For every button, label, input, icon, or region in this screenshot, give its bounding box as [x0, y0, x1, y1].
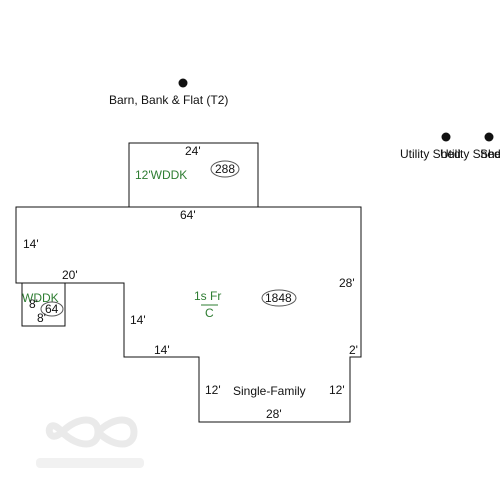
main-left-dim: 14' — [23, 237, 39, 251]
main-inner-horizontal-dim: 14' — [154, 343, 170, 357]
main-bottom-dim: 28' — [266, 407, 282, 421]
top-deck-area: 288 — [215, 162, 235, 176]
main-house-outline — [15, 206, 362, 423]
main-use-label: Single-Family — [233, 384, 306, 398]
utility-marker-dot — [441, 132, 451, 142]
top-deck-label: 12'WDDK — [135, 168, 187, 182]
top-deck-top-dim: 24' — [185, 144, 201, 158]
main-right-dim: 28' — [339, 276, 355, 290]
small-deck-left-dim: 8' — [29, 297, 38, 311]
main-area-badge — [261, 289, 297, 307]
barn-marker-dot — [178, 78, 188, 88]
shed-label-cut: She — [480, 147, 500, 161]
main-top-dim: 64' — [180, 208, 196, 222]
main-bottom-right-dim: 12' — [329, 383, 345, 397]
small-deck-area: 64 — [45, 302, 59, 316]
infinity-logo-icon — [36, 416, 144, 468]
small-deck-outline — [21, 282, 66, 327]
utility-shed-label-1: Utility Shed — [400, 147, 461, 161]
main-step-right-dim: 2' — [349, 343, 358, 357]
main-label-line2: C — [205, 306, 214, 320]
main-area: 1848 — [265, 291, 292, 305]
main-ledge-dim: 20' — [62, 268, 78, 282]
shed-marker-dot — [484, 132, 494, 142]
barn-label: Barn, Bank & Flat (T2) — [109, 93, 228, 107]
small-deck-area-badge — [40, 301, 64, 317]
small-deck-bottom-dim: 8' — [37, 311, 46, 325]
utility-shed-label-2: Utility Shed — [440, 147, 500, 161]
main-bottom-left-dim: 12' — [205, 383, 221, 397]
main-label-line1: 1s Fr — [194, 289, 221, 303]
small-deck-label: WDDK — [22, 291, 59, 305]
top-deck-area-badge — [210, 160, 240, 178]
main-inner-vertical-dim: 14' — [130, 313, 146, 327]
